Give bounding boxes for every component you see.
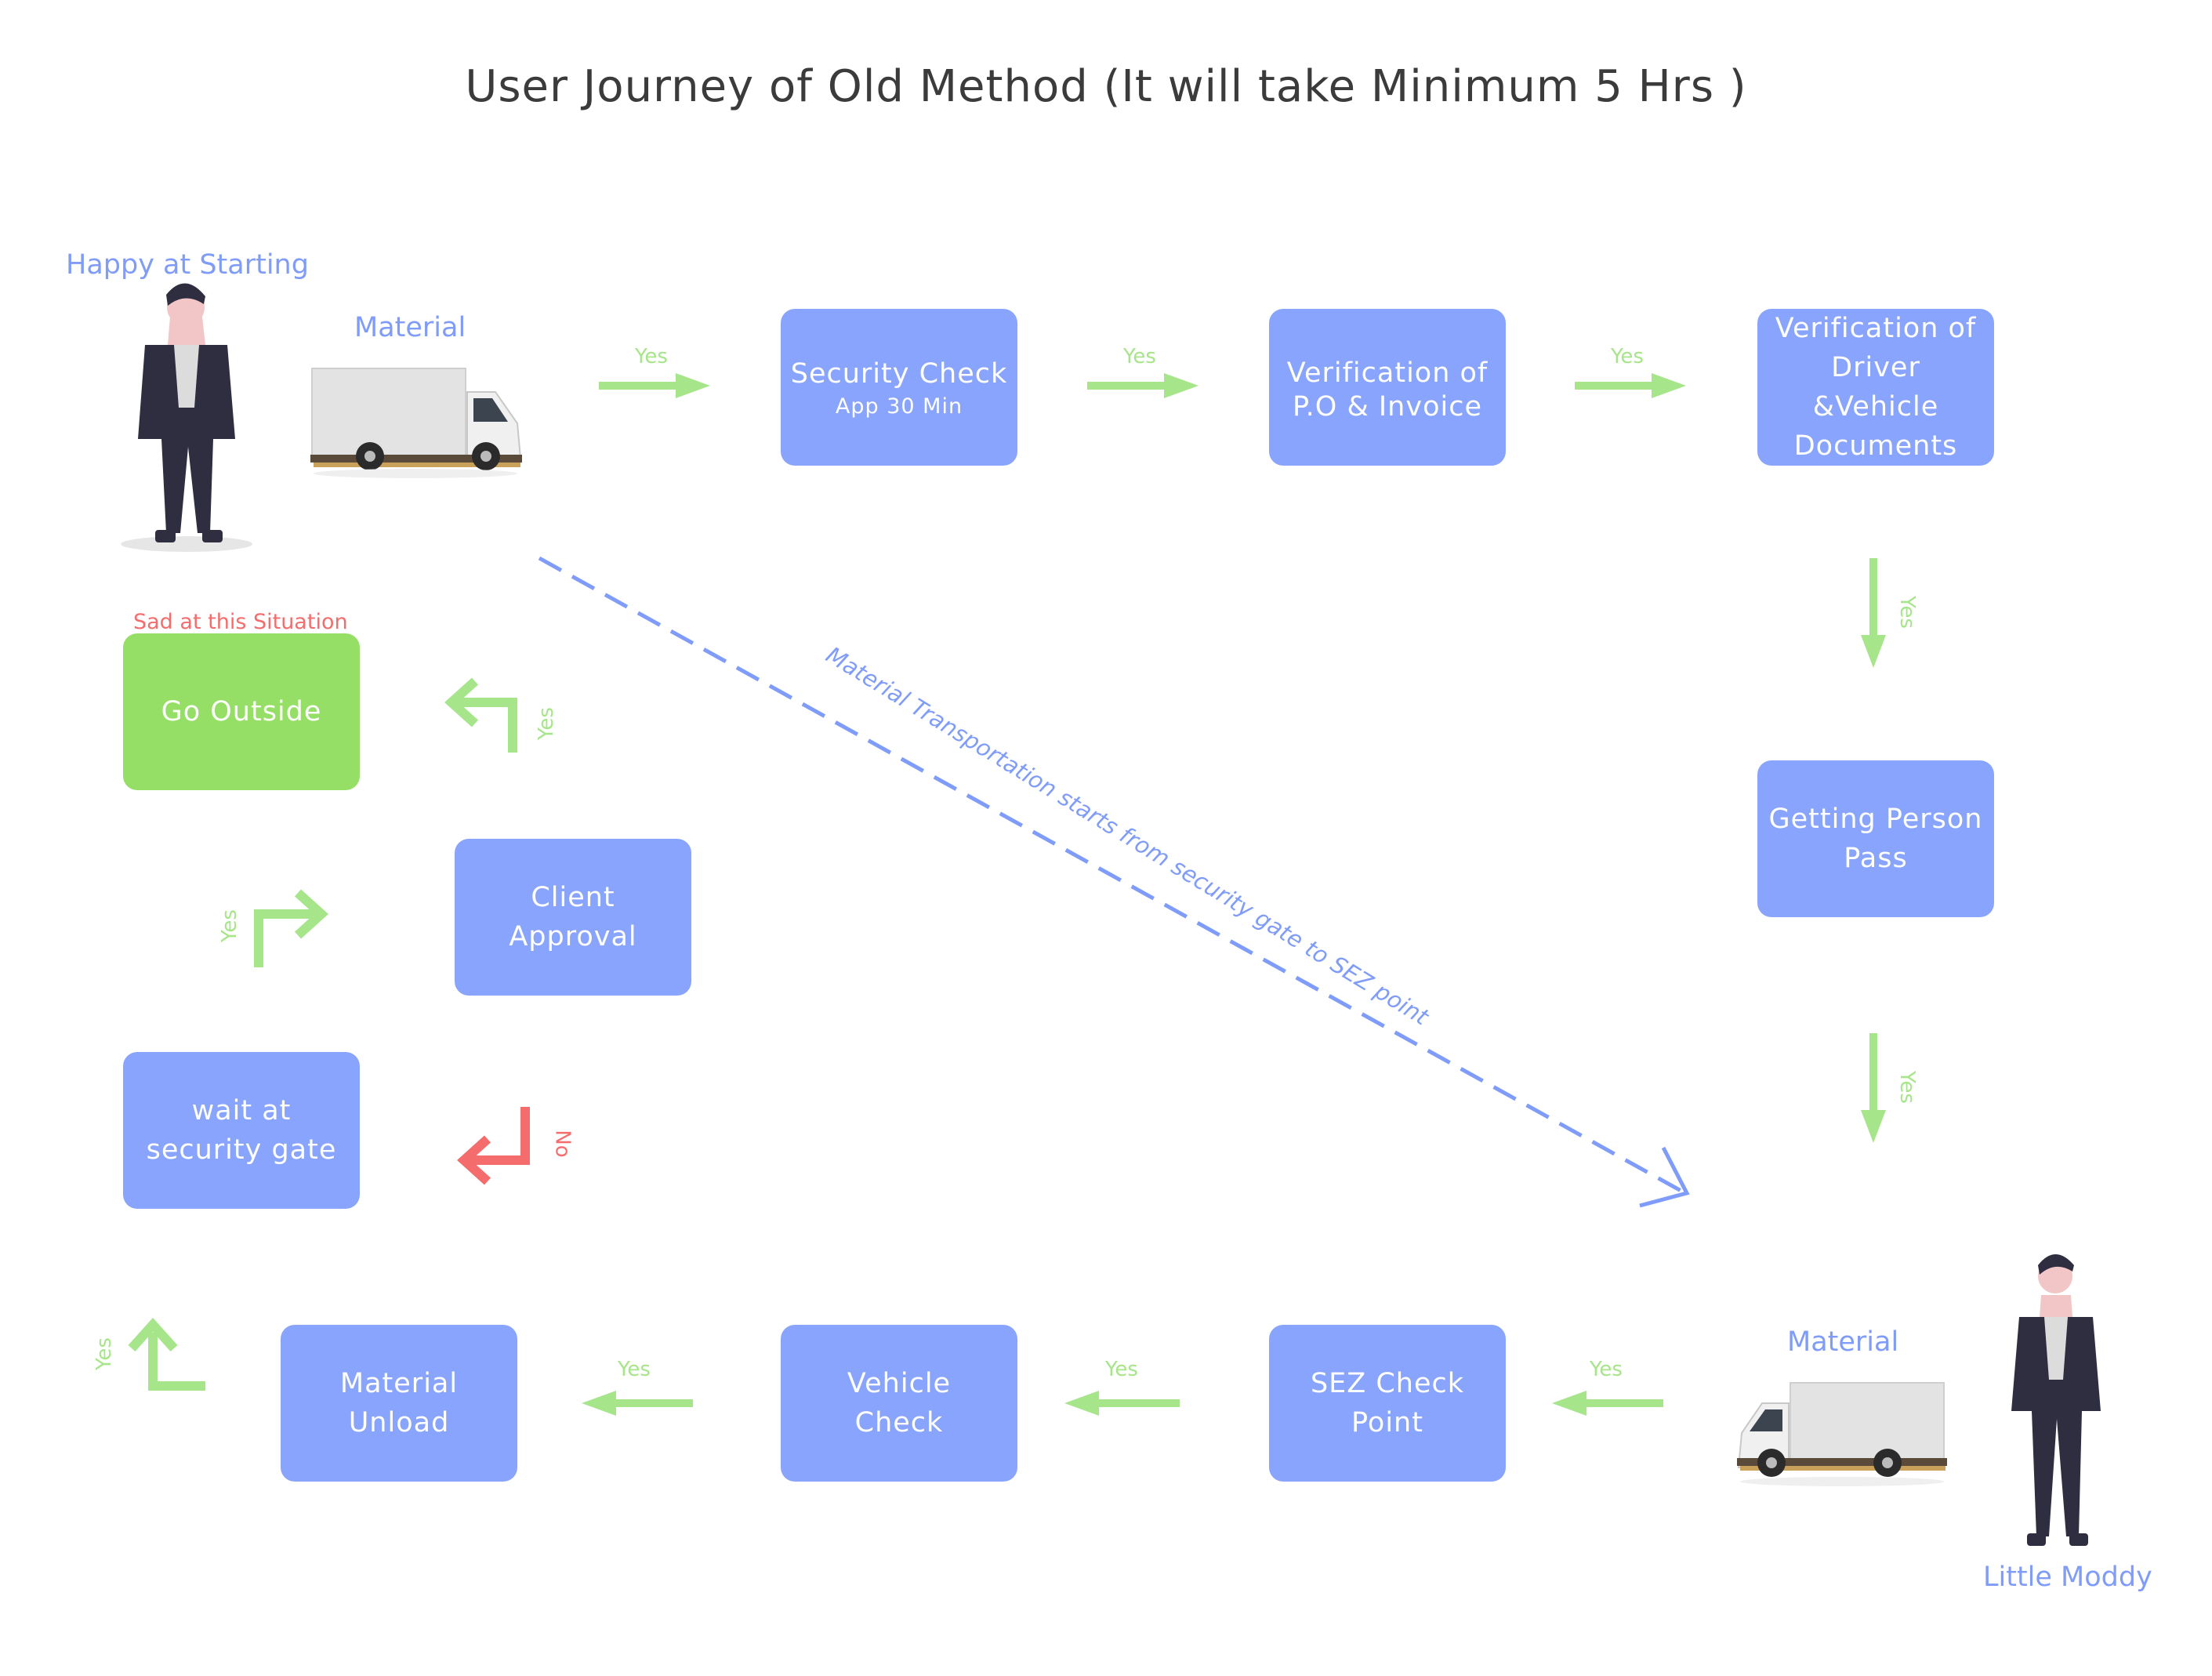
go-outside-box: Go Outside bbox=[123, 633, 360, 790]
arrow-right-icon bbox=[1575, 373, 1686, 398]
material-top-label: Material bbox=[354, 312, 466, 343]
vehicle-check-line2: Check bbox=[854, 1407, 944, 1438]
verification-driver-box: Verification of Driver &Vehicle Document… bbox=[1757, 309, 1994, 466]
yes-label: Yes bbox=[1611, 345, 1644, 368]
vehicle-check-box: Vehicle Check bbox=[781, 1325, 1017, 1482]
wait-gate-line2: security gate bbox=[146, 1134, 337, 1166]
sez-check-line1: SEZ Check bbox=[1310, 1368, 1465, 1399]
sez-check-line2: Point bbox=[1351, 1407, 1423, 1438]
material-unload-line1: Material bbox=[339, 1368, 459, 1399]
yes-label: Yes bbox=[635, 345, 668, 368]
elbow-up-arrow-icon bbox=[128, 1318, 205, 1391]
yes-label: Yes bbox=[534, 707, 558, 740]
yes-label: Yes bbox=[92, 1337, 116, 1370]
arrow-down-icon bbox=[1861, 1033, 1886, 1143]
wait-gate-box: wait at security gate bbox=[123, 1052, 360, 1209]
arrow-right-icon bbox=[599, 373, 710, 398]
vehicle-check-line1: Vehicle bbox=[847, 1368, 952, 1399]
verification-driver-line2: Driver &Vehicle bbox=[1812, 352, 1939, 423]
no-label: No bbox=[550, 1130, 575, 1158]
person-figure-icon bbox=[2011, 1254, 2101, 1546]
arrow-right-icon bbox=[1087, 373, 1198, 398]
yes-label: Yes bbox=[1590, 1358, 1623, 1381]
happy-label: Happy at Starting bbox=[66, 249, 309, 281]
dashed-arrow-head-icon bbox=[1639, 1146, 1690, 1208]
arrow-left-icon bbox=[1552, 1391, 1663, 1416]
person-pass-box: Getting Person Pass bbox=[1757, 760, 1994, 917]
verification-po-line1: Verification of bbox=[1286, 357, 1489, 389]
elbow-right-arrow-icon bbox=[254, 889, 328, 967]
arrow-left-icon bbox=[582, 1391, 693, 1416]
client-approval-box: Client Approval bbox=[455, 839, 691, 996]
security-check-box: Security Check App 30 Min bbox=[781, 309, 1017, 466]
material-unload-line2: Unload bbox=[348, 1407, 450, 1438]
transport-dashed-arrow bbox=[538, 556, 1687, 1195]
client-approval-line1: Client bbox=[531, 882, 615, 913]
yes-label: Yes bbox=[1895, 596, 1919, 629]
yes-label: Yes bbox=[1123, 345, 1156, 368]
client-approval-line2: Approval bbox=[509, 921, 637, 952]
yes-label: Yes bbox=[217, 909, 241, 942]
delivery-truck-icon bbox=[310, 368, 522, 478]
arrow-down-icon bbox=[1861, 558, 1886, 668]
person-pass-line1: Getting Person bbox=[1768, 804, 1983, 835]
person-figure-icon bbox=[121, 283, 252, 552]
material-unload-box: Material Unload bbox=[281, 1325, 517, 1482]
verification-po-box: Verification of P.O & Invoice bbox=[1269, 309, 1506, 466]
elbow-no-arrow-icon bbox=[457, 1107, 530, 1185]
sad-label: Sad at this Situation bbox=[133, 610, 348, 634]
yes-label: Yes bbox=[1895, 1071, 1919, 1104]
verification-driver-line1: Verification of bbox=[1775, 313, 1977, 344]
little-moddy-label: Little Moddy bbox=[1983, 1562, 2152, 1593]
person-pass-line2: Pass bbox=[1844, 843, 1908, 874]
yes-label: Yes bbox=[618, 1358, 651, 1381]
delivery-truck-icon bbox=[1737, 1382, 1947, 1486]
sez-check-box: SEZ Check Point bbox=[1269, 1325, 1506, 1482]
diagram-title: User Journey of Old Method (It will take… bbox=[465, 61, 1747, 112]
yes-label: Yes bbox=[1105, 1358, 1138, 1381]
verification-po-line2: P.O & Invoice bbox=[1292, 391, 1482, 423]
wait-gate-line1: wait at bbox=[191, 1095, 292, 1126]
security-check-sub: App 30 Min bbox=[835, 394, 963, 419]
security-check-title: Security Check bbox=[790, 358, 1008, 390]
go-outside-line1: Go Outside bbox=[161, 696, 322, 727]
verification-driver-line3: Documents bbox=[1793, 430, 1958, 462]
arrow-left-icon bbox=[1064, 1391, 1180, 1416]
material-bottom-label: Material bbox=[1787, 1326, 1899, 1358]
elbow-left-arrow-icon bbox=[444, 677, 517, 753]
